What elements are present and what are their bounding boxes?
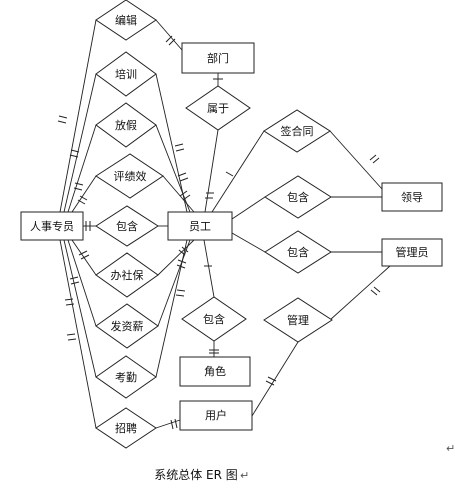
mark-renshi-bianji xyxy=(57,115,68,124)
mark-guanli-yonghu xyxy=(265,376,277,386)
caption: 系统总体 ER 图 ↵ xyxy=(154,468,249,482)
mark-shuyu-yuangong xyxy=(205,192,214,199)
edge-shuyu-yuangong xyxy=(204,129,219,213)
mark-guanliyuan-guanli xyxy=(370,286,381,296)
mark-renshi-banshebao xyxy=(78,250,90,260)
rel-shuyu: 属于 xyxy=(185,85,251,131)
rel-fangjia-label: 放假 xyxy=(115,118,137,132)
rel-fazixin: 发资薪 xyxy=(95,303,159,349)
entity-bumen: 部门 xyxy=(181,42,255,74)
rel-peixun-label: 培训 xyxy=(115,67,137,81)
rel-fazixin-label: 发资薪 xyxy=(111,319,144,333)
rel-qianhetong-label: 签合同 xyxy=(281,124,314,138)
entity-renshi: 人事专员 xyxy=(20,211,84,241)
rel-shuyu-label: 属于 xyxy=(207,102,229,115)
rel-baohan4-label: 包含 xyxy=(203,312,225,326)
mark-renshi-zhaopin xyxy=(66,333,77,341)
mark-renshi-pingjixiao xyxy=(77,195,88,205)
entity-lingdao: 领导 xyxy=(381,182,443,212)
entity-juese-label: 角色 xyxy=(204,364,226,378)
edge-renshi-fangjia xyxy=(67,124,97,213)
entity-yuangong-label: 员工 xyxy=(189,220,211,233)
edge-yuangong-qianhetong xyxy=(211,130,265,213)
edge-renshi-zhaopin xyxy=(59,239,97,429)
rel-guanli: 管理 xyxy=(263,297,333,343)
entities: 人事专员 员工 部门 领导 管理员 角色 用户 xyxy=(20,42,443,431)
mark-yuangong-qianhetong xyxy=(225,171,234,177)
edge-renshi-peixun xyxy=(63,73,97,213)
edge-fazixin-yuangong xyxy=(157,239,191,327)
rel-kaoqin: 考勤 xyxy=(95,355,157,399)
mark-renshi-kaoqin xyxy=(64,298,75,306)
mark-renshi-fangjia xyxy=(73,182,84,191)
caption-return-mark: ↵ xyxy=(240,469,249,482)
edge-yuangong-baohan3 xyxy=(231,232,266,253)
mark-zhaopin-yonghu xyxy=(170,418,178,430)
mark-qianhetong-lingdao xyxy=(369,154,380,164)
rel-guanli-label: 管理 xyxy=(287,313,309,327)
connectors xyxy=(59,19,391,429)
edge-renshi-kaoqin xyxy=(63,239,97,378)
edge-bianji-bumen xyxy=(155,19,183,51)
entity-yonghu-label: 用户 xyxy=(205,408,227,422)
edge-guanliyuan-guanli xyxy=(329,265,391,321)
entity-guanliyuan: 管理员 xyxy=(381,238,443,267)
rel-banshebao: 办社保 xyxy=(95,252,159,298)
entity-juese: 角色 xyxy=(179,356,251,387)
edge-kaoqin-yuangong xyxy=(155,239,188,378)
entity-renshi-label: 人事专员 xyxy=(30,219,74,233)
mark-peixun-yuangong xyxy=(174,143,185,152)
entity-yuangong: 员工 xyxy=(167,211,233,241)
edge-pingjixiao-yuangong xyxy=(162,175,195,213)
edge-yuangong-baohan2 xyxy=(231,196,266,220)
entity-lingdao-label: 领导 xyxy=(401,191,423,204)
cardinality-marks xyxy=(57,35,381,430)
rel-baohan2-label: 包含 xyxy=(287,190,309,204)
edge-banshebao-yuangong xyxy=(157,239,195,276)
mark-bianji-bumen xyxy=(165,35,176,46)
rel-qianhetong: 签合同 xyxy=(263,109,331,153)
edge-renshi-fazixin xyxy=(67,239,97,327)
caption-text: 系统总体 ER 图 xyxy=(154,468,238,482)
mark-baohan4-juese xyxy=(209,349,219,354)
rel-fangjia: 放假 xyxy=(95,102,157,148)
entity-bumen-label: 部门 xyxy=(207,51,229,65)
rel-pingjixiao: 评绩效 xyxy=(95,153,164,199)
mark-renshi-peixun xyxy=(69,149,80,158)
edge-peixun-yuangong xyxy=(155,73,188,213)
rel-pingjixiao-label: 评绩效 xyxy=(114,169,147,183)
return-mark: ↵ xyxy=(446,442,455,455)
rel-zhaopin: 招聘 xyxy=(95,407,157,449)
rel-bianji-label: 编辑 xyxy=(115,13,137,27)
mark-yuangong-banshebao xyxy=(178,246,189,256)
mark-renshi-fazixin xyxy=(69,276,80,285)
rel-banshebao-label: 办社保 xyxy=(111,268,144,282)
relationships: 编辑 培训 放假 评绩效 包含 办社保 发资薪 考勤 xyxy=(95,0,333,449)
mark-fangjia-yuangong xyxy=(177,172,189,182)
rel-zhaopin-label: 招聘 xyxy=(115,421,137,435)
rel-peixun: 培训 xyxy=(95,51,157,97)
edge-qianhetong-lingdao xyxy=(329,130,383,190)
edge-yuangong-baohan4 xyxy=(203,239,215,298)
rel-baohan4: 包含 xyxy=(181,296,247,342)
edge-renshi-pingjixiao xyxy=(71,175,97,213)
entity-yonghu: 用户 xyxy=(179,400,253,431)
mark-pingjixiao-yuangong xyxy=(179,190,191,201)
mark-yuangong-fazixin xyxy=(176,259,187,269)
rel-baohan3-label: 包含 xyxy=(287,245,309,259)
rel-baohan2: 包含 xyxy=(264,175,332,219)
edge-renshi-bianji xyxy=(59,19,97,213)
rel-baohan3: 包含 xyxy=(264,230,332,274)
rel-baohan1-label: 包含 xyxy=(116,219,138,233)
edge-fangjia-yuangong xyxy=(155,124,191,213)
rel-bianji: 编辑 xyxy=(95,0,157,41)
rel-kaoqin-label: 考勤 xyxy=(115,371,137,384)
entity-guanliyuan-label: 管理员 xyxy=(396,245,429,259)
edge-guanli-yonghu xyxy=(251,341,299,417)
mark-renshi-baohan1 xyxy=(85,221,91,231)
mark-yuangong-kaoqin xyxy=(175,289,186,297)
rel-baohan1: 包含 xyxy=(95,205,159,247)
